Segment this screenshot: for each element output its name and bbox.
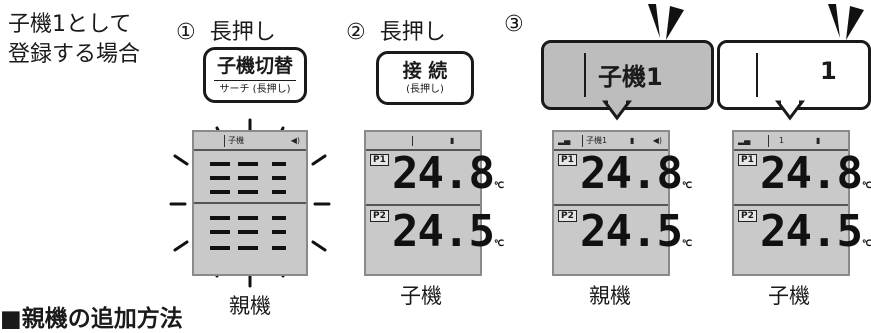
speaker-icon: ◀) [652,136,662,145]
flash-marks-icon [828,4,864,40]
search-long-press-label: サーチ (長押し) [219,84,291,95]
callout-divider [584,53,586,97]
p2-value: 24.5 [760,206,863,257]
p1-temperature: 24.8℃ [760,148,871,199]
section-heading: ■親機の追加方法 [0,306,183,332]
p2-temperature: 24.5℃ [760,206,871,257]
step-1-label: ① 長押し [176,14,276,46]
lcd-divider-middle [366,204,480,206]
parent-lcd-blinking: 子機 ◀) [192,130,308,276]
child-caption-1: 子機 [400,284,442,308]
step-1-number: ① [176,20,196,45]
unit-label: ℃ [493,181,504,191]
connect-button-label: 接 続 [402,60,448,82]
lcd-header-child-label: 子機1 [582,135,607,147]
child-caption-2: 子機 [768,284,810,308]
p1-value: 24.8 [392,148,495,199]
p1-temperature: 24.8℃ [392,148,504,199]
lcd-divider-top [734,149,848,151]
unit-label: ℃ [861,239,871,249]
lcd-divider-top [194,149,306,151]
battery-icon: ▮ [816,136,821,145]
parent-callout: 子機1 [541,40,714,110]
p2-value: 24.5 [580,206,683,257]
step-3-number: ③ [504,12,524,37]
lcd-divider-middle [554,204,668,206]
child-lcd-step3: ▂▄ 1 ▮ P1 24.8℃ P2 24.5℃ [732,130,871,276]
child-callout-text: 1 [820,57,837,85]
connect-long-press-label: (長押し) [406,84,444,95]
connect-button[interactable]: 接 続 (長押し) [376,51,474,105]
switch-button-label: 子機切替 [216,55,293,77]
intro-text: 子機1として 登録する場合 [8,10,140,70]
p1-tag: P1 [370,154,389,166]
p1-tag: P1 [738,154,757,166]
step-1-text: 長押し [209,20,276,45]
lcd-header-child-number: 1 [768,135,784,147]
p2-temperature: 24.5℃ [392,206,504,257]
step-2-text: 長押し [379,20,446,45]
unit-label: ℃ [681,239,692,249]
switch-search-button[interactable]: 子機切替 サーチ (長押し) [203,47,307,103]
callout-pointer [602,100,632,121]
lcd-divider-top [366,149,480,151]
intro-line-1: 子機1として [8,12,132,37]
lcd-header: ▂▄ 子機1 ▮ ◀) [558,135,664,147]
lcd-header: ▮ [370,135,476,147]
p2-temperature: 24.5℃ [580,206,692,257]
p2-tag: P2 [370,210,389,222]
lcd-header: 子機 ◀) [198,135,302,147]
p1-tag: P1 [558,154,577,166]
parent-caption-1: 親機 [229,294,271,318]
lcd-divider-middle [734,204,848,206]
parent-callout-text: 子機1 [598,63,663,91]
speaker-icon: ◀) [290,136,300,145]
unit-label: ℃ [681,181,692,191]
blank-digit-segments [210,162,286,250]
p2-value: 24.5 [392,206,495,257]
p1-temperature: 24.8℃ [580,148,692,199]
signal-icon: ▂▄ [738,136,751,145]
lcd-header: ▂▄ 1 ▮ [738,135,844,147]
unit-label: ℃ [493,239,504,249]
lcd-divider-middle [194,202,306,204]
p2-tag: P2 [558,210,577,222]
child-lcd-step2: ▮ P1 24.8℃ P2 24.5℃ [364,130,504,276]
p1-value: 24.8 [760,148,863,199]
flash-marks-icon [648,4,684,40]
unit-label: ℃ [861,181,871,191]
lcd-header-child-label: 子機 [224,135,244,147]
parent-caption-2: 親機 [589,284,631,308]
p2-tag: P2 [738,210,757,222]
battery-icon: ▮ [630,136,635,145]
callout-divider [756,53,758,97]
callout-pointer [775,100,805,121]
parent-lcd-step3: ▂▄ 子機1 ▮ ◀) P1 24.8℃ P2 24.5℃ [552,130,692,276]
intro-line-2: 登録する場合 [8,42,141,67]
signal-icon: ▂▄ [558,136,571,145]
battery-icon: ▮ [450,136,455,145]
p1-value: 24.8 [580,148,683,199]
step-2-label: ② 長押し [346,14,446,46]
step-2-number: ② [346,20,366,45]
lcd-divider-top [554,149,668,151]
